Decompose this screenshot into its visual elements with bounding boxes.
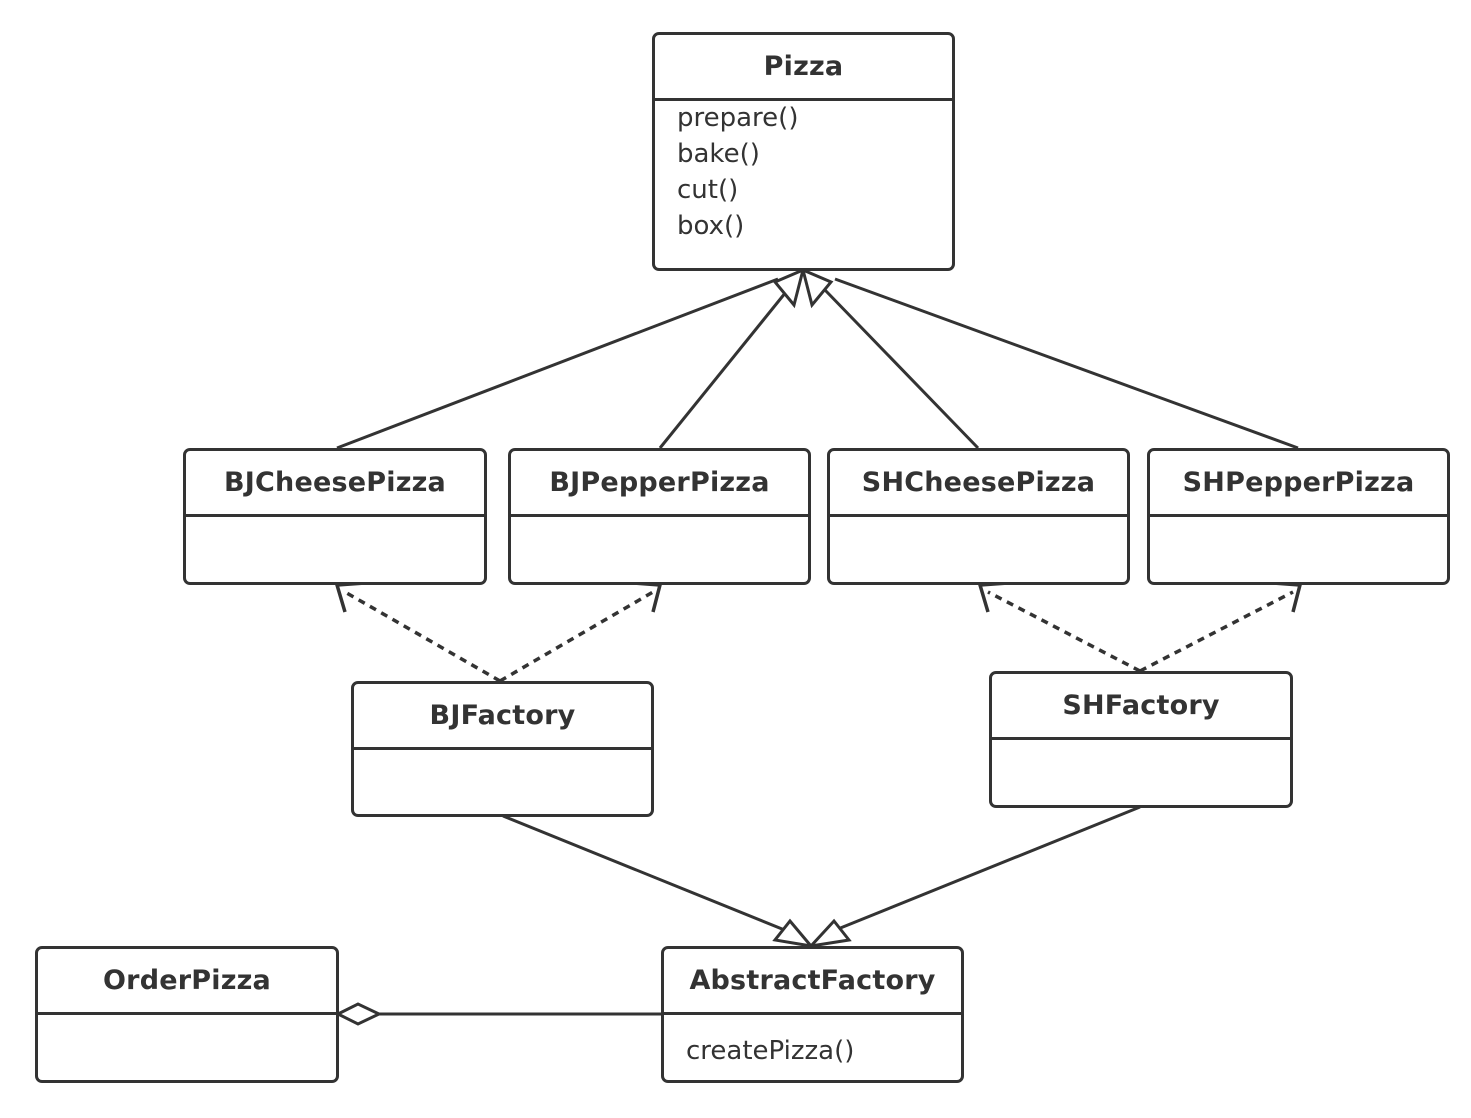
method-cut: cut() bbox=[677, 175, 739, 205]
method-prepare: prepare() bbox=[677, 103, 799, 133]
class-name: OrderPizza bbox=[38, 949, 336, 1015]
class-name: BJFactory bbox=[354, 684, 651, 750]
method-bake: bake() bbox=[677, 139, 760, 169]
class-pizza[interactable]: Pizza prepare() bake() cut() box() bbox=[652, 32, 955, 271]
class-bjcheesepizza[interactable]: BJCheesePizza bbox=[183, 448, 487, 585]
method-list: createPizza() bbox=[664, 1015, 961, 1080]
method-list bbox=[1150, 517, 1447, 582]
generalization-arrowhead-2 bbox=[800, 267, 834, 309]
class-abstractfactory[interactable]: AbstractFactory createPizza() bbox=[661, 946, 964, 1083]
class-name: SHPepperPizza bbox=[1150, 451, 1447, 517]
generalization-factories-to-abstractfactory bbox=[502, 805, 1141, 949]
method-list bbox=[38, 1015, 336, 1080]
method-list bbox=[354, 750, 651, 814]
class-shfactory[interactable]: SHFactory bbox=[989, 671, 1293, 808]
class-shcheesepizza[interactable]: SHCheesePizza bbox=[827, 448, 1130, 585]
class-name: SHCheesePizza bbox=[830, 451, 1127, 517]
class-orderpizza[interactable]: OrderPizza bbox=[35, 946, 339, 1083]
class-name: BJCheesePizza bbox=[186, 451, 484, 517]
generalization-arrowhead-1 bbox=[772, 267, 806, 309]
aggregation-diamond bbox=[334, 1002, 383, 1026]
method-list bbox=[830, 517, 1127, 582]
method-list bbox=[511, 517, 808, 582]
class-bjfactory[interactable]: BJFactory bbox=[351, 681, 654, 817]
aggregation-orderpizza-abstractfactory bbox=[334, 1002, 662, 1026]
generalization-shpepper-to-pizza bbox=[834, 277, 1299, 450]
class-name: Pizza bbox=[655, 35, 952, 101]
dependency-arrowheads bbox=[334, 581, 1303, 613]
method-list bbox=[186, 517, 484, 582]
method-box: box() bbox=[677, 211, 745, 241]
class-bjpepperpizza[interactable]: BJPepperPizza bbox=[508, 448, 811, 585]
class-name: BJPepperPizza bbox=[511, 451, 808, 517]
generalization-bjcheese-to-pizza bbox=[336, 277, 779, 450]
method-createpizza: createPizza() bbox=[686, 1036, 855, 1066]
class-name: AbstractFactory bbox=[664, 949, 961, 1015]
method-list: prepare() bake() cut() box() bbox=[655, 101, 952, 268]
class-name: SHFactory bbox=[992, 674, 1290, 740]
dependency-lines bbox=[344, 590, 1294, 683]
class-shpepperpizza[interactable]: SHPepperPizza bbox=[1147, 448, 1450, 585]
method-list bbox=[992, 740, 1290, 805]
generalization-shcheese-to-pizza bbox=[823, 288, 980, 450]
generalization-bjpepper-to-pizza bbox=[658, 286, 792, 449]
